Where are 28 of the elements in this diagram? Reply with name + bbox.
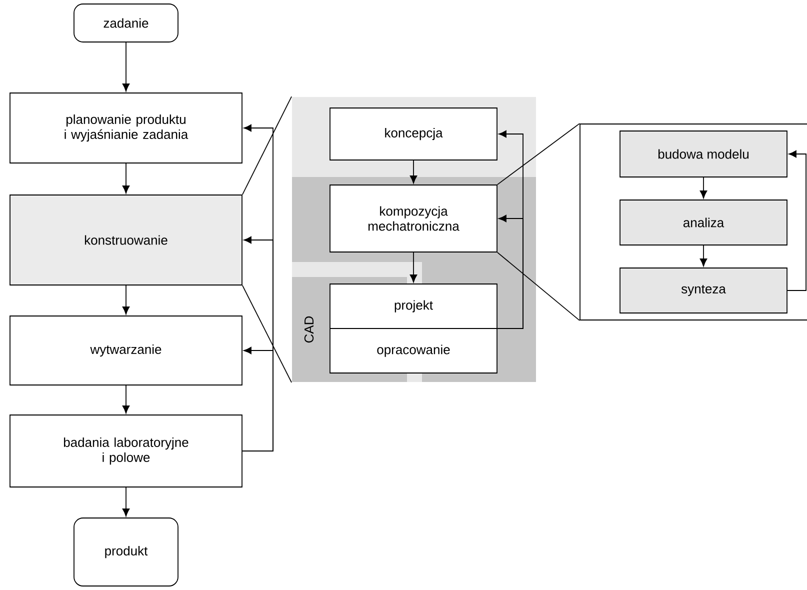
process-box: budowa modelu <box>620 130 788 178</box>
zoom-line <box>497 252 580 321</box>
zoom-line <box>497 123 580 185</box>
terminal-box: produkt <box>74 518 178 586</box>
process-box: koncepcja <box>330 108 498 160</box>
process-box: kompozycja mechatroniczna <box>330 184 498 252</box>
process-box: analiza <box>620 200 788 246</box>
process-box: planowanie produktu i wyjaśnianie zadania <box>10 92 242 164</box>
process-box: konstruowanie <box>10 194 242 286</box>
arrow <box>122 487 130 516</box>
process-box: badania laboratoryjne i polowe <box>10 414 242 488</box>
arrow <box>700 245 708 266</box>
arrow <box>410 160 418 184</box>
arrow <box>410 252 418 282</box>
arrow <box>787 150 806 291</box>
arrow <box>122 285 130 314</box>
arrow <box>700 177 708 198</box>
terminal-box: zadanie <box>74 4 178 42</box>
arrow <box>122 385 130 414</box>
arrow <box>497 214 524 329</box>
process-box: synteza <box>620 268 788 314</box>
arrow <box>122 163 130 194</box>
process-box: projekt opracowanie <box>330 284 498 374</box>
arrow <box>242 300 274 452</box>
process-box: wytwarzanie <box>10 316 242 386</box>
arrow <box>122 42 130 92</box>
zoom-line <box>242 96 292 195</box>
zoom-line <box>242 285 292 383</box>
